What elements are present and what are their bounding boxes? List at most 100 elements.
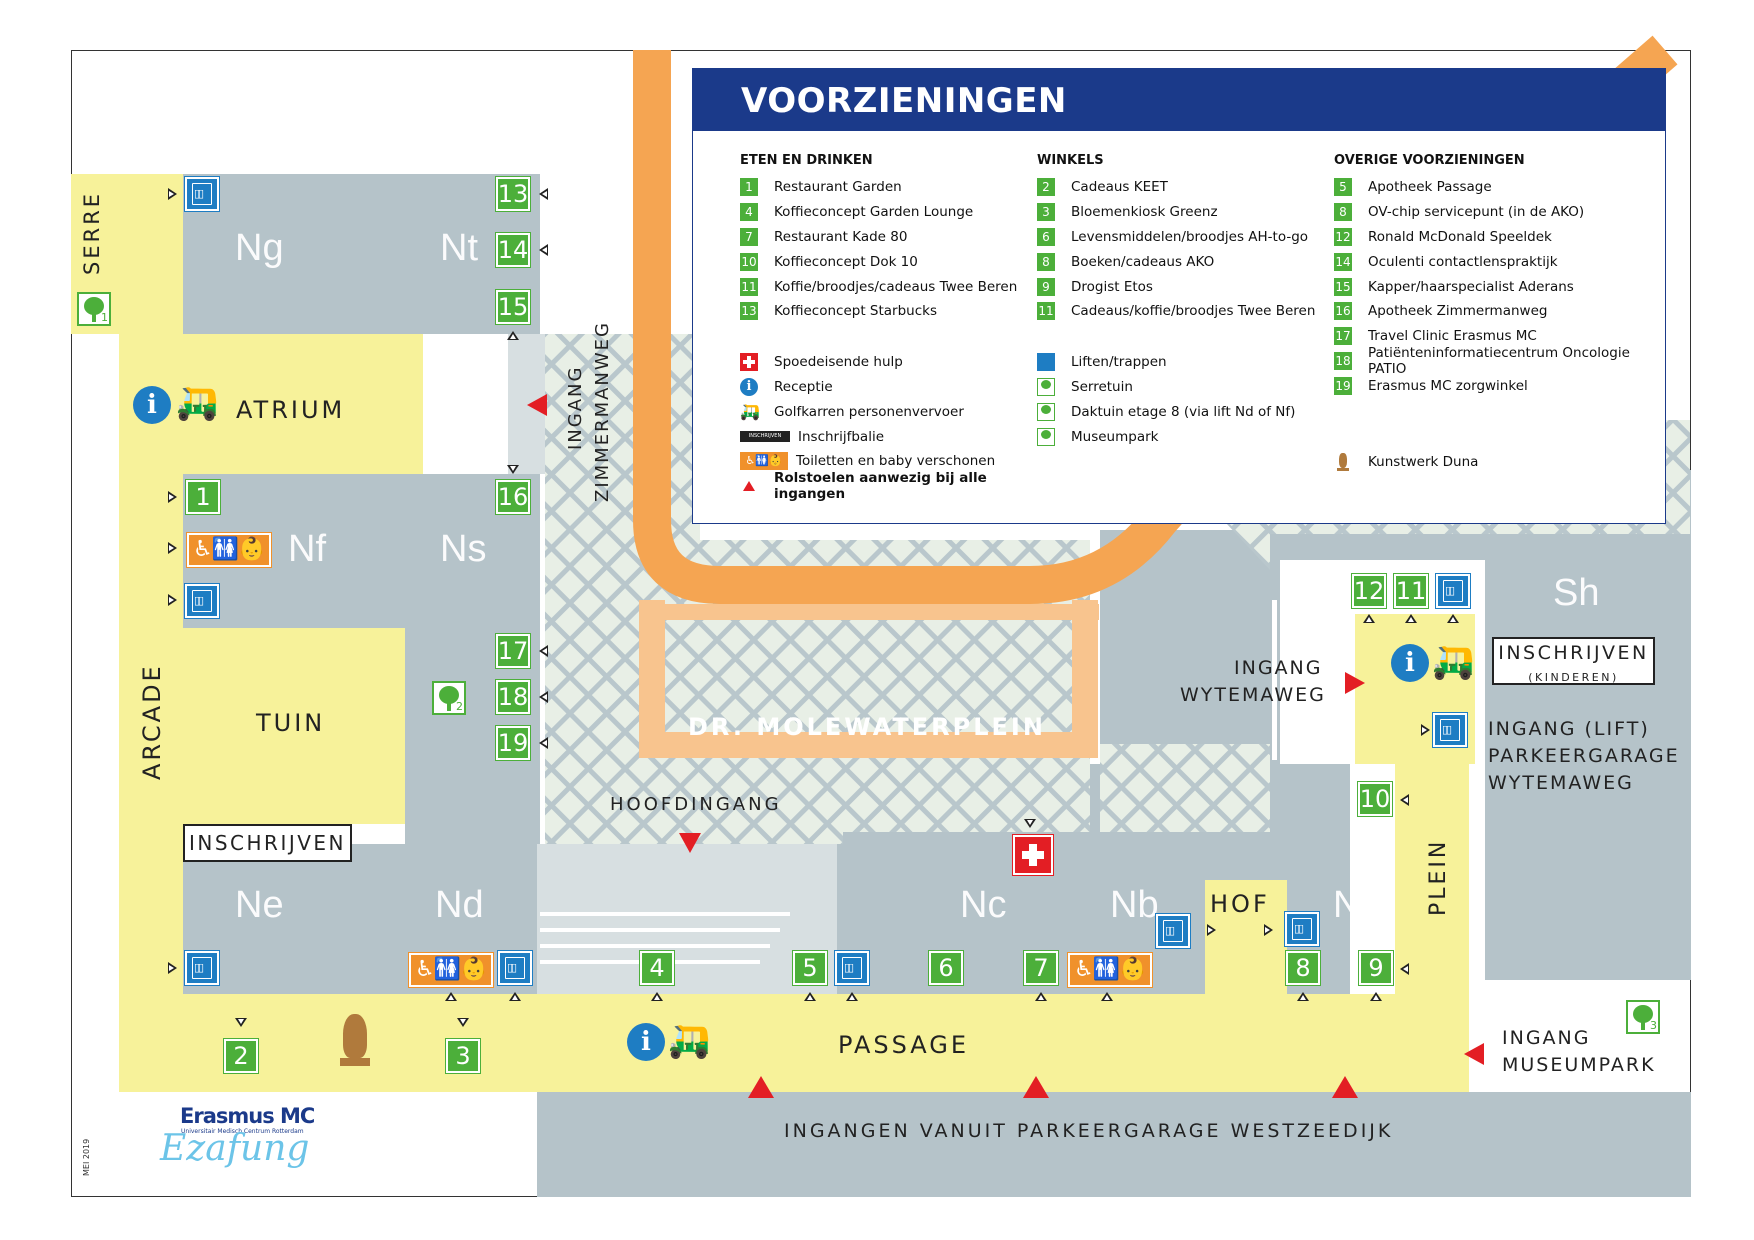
golf-cart-icon[interactable]: 🛺 [668,1021,711,1061]
door-marker [846,992,858,1001]
legend-item: Serretuin [1037,375,1327,400]
legend-label: Ronald McDonald Speeldek [1368,228,1552,245]
label-hoofdingang: HOOFDINGANG [610,794,782,815]
golf-cart-icon[interactable]: 🛺 [1432,642,1475,682]
door-marker [168,594,177,606]
marker-9[interactable]: 9 [1358,950,1394,986]
zebra-stripes [425,334,1328,964]
marker-2[interactable]: 2 [223,1038,259,1074]
info-icon[interactable]: i [1391,644,1429,682]
legend-label: Daktuin etage 8 (via lift Nd of Nf) [1071,403,1296,420]
label-ingang-wytemaweg-1: INGANG [1234,657,1323,679]
legend-number: 4 [740,203,758,222]
lift-icon[interactable] [1284,911,1320,947]
lift-icon[interactable] [497,950,533,986]
marker-1[interactable]: 1 [185,479,221,515]
first-aid-icon[interactable] [1012,834,1054,876]
entrance-arrow-icon[interactable] [679,833,701,853]
lift-icon[interactable] [184,950,220,986]
marker-10[interactable]: 10 [1357,781,1393,817]
area-ns: Ns [440,528,487,570]
legend-label: Receptie [774,378,833,395]
marker-16[interactable]: 16 [495,479,531,515]
marker-4[interactable]: 4 [639,950,675,986]
legend-number: 7 [740,227,758,246]
inschrijf-badge-icon: INSCHRIJVEN [740,431,790,443]
area-na: Na [1333,884,1382,926]
label-ingang-wytemaweg-2: WYTEMAWEG [1180,684,1326,706]
marker-5[interactable]: 5 [792,950,828,986]
legend-label: Apotheek Zimmermanweg [1368,303,1548,320]
logo-subtitle: Universitair Medisch Centrum Rotterdam [181,1128,304,1135]
label-hof: HOF [1210,890,1270,918]
lift-icon[interactable] [1435,573,1471,609]
area-ne: Ne [235,884,284,926]
legend-number: 2 [1037,178,1055,197]
entrance-arrow-icon[interactable] [1023,1076,1049,1098]
lift-icon[interactable] [184,583,220,619]
legend-number: 14 [1334,252,1352,271]
legend-item: 10 Koffieconcept Dok 10 [740,249,1030,274]
info-icon[interactable]: i [627,1023,665,1061]
legend-number: 15 [1334,277,1352,296]
legend-label: Rolstoelen aanwezig bij alle ingangen [774,470,987,503]
legend-label: Cadeaus/koffie/broodjes Twee Beren [1071,303,1316,320]
marker-15[interactable]: 15 [495,289,531,325]
marker-7[interactable]: 7 [1023,950,1059,986]
entrance-arrow-icon[interactable] [527,394,547,416]
legend-label: Liften/trappen [1071,354,1167,371]
tree-icon [1037,402,1055,421]
lift-icon[interactable] [184,176,220,212]
marker-13[interactable]: 13 [495,176,531,212]
marker-12[interactable]: 12 [1351,573,1387,609]
toilet-icon: ♿🚻👶 [1067,952,1153,988]
tree-number: 1 [101,311,108,324]
legend-number: 5 [1334,178,1352,197]
inschrijven-kinderen-sub: (KINDEREN) [1528,671,1619,684]
marker-6[interactable]: 6 [928,950,964,986]
lift-icon[interactable] [1155,913,1191,949]
label-plein: PLEIN [1426,838,1451,916]
lift-icon[interactable] [1432,712,1468,748]
entrance-arrow-icon[interactable] [1332,1076,1358,1098]
area-ng: Ng [235,227,284,269]
lift-icon[interactable] [834,950,870,986]
marker-18[interactable]: 18 [495,679,531,715]
label-ingang-lift-2: PARKEERGARAGE [1488,745,1680,767]
legend-number: 11 [740,277,758,296]
marker-14[interactable]: 14 [495,232,531,268]
legend-label: Koffieconcept Dok 10 [774,253,918,270]
legend-title: VOORZIENINGEN [741,81,1067,121]
entrance-arrow-icon[interactable] [748,1076,774,1098]
tree-icon [1037,377,1055,396]
legend-label: Toiletten en baby verschonen [796,453,996,470]
legend-label: Cadeaus KEET [1071,179,1168,196]
legend-number: 10 [740,252,758,271]
door-marker [168,542,177,554]
first-aid-icon [740,353,758,372]
tree-icon: 2 [432,681,466,715]
info-icon[interactable]: i [133,386,171,424]
marker-11[interactable]: 11 [1393,573,1429,609]
marker-19[interactable]: 19 [495,725,531,761]
marker-8[interactable]: 8 [1285,950,1321,986]
marker-17[interactable]: 17 [495,633,531,669]
door-marker [539,188,548,200]
entrance-arrow-icon[interactable] [1345,672,1365,694]
marker-3[interactable]: 3 [445,1038,481,1074]
entrance-arrow-icon[interactable] [1464,1043,1484,1065]
door-marker [509,992,521,1001]
door-marker [235,1018,247,1027]
legend-label: Restaurant Garden [774,179,902,196]
legend-number: 6 [1037,227,1055,246]
golf-cart-icon[interactable]: 🛺 [176,383,219,423]
label-serre: SERRE [80,190,104,275]
